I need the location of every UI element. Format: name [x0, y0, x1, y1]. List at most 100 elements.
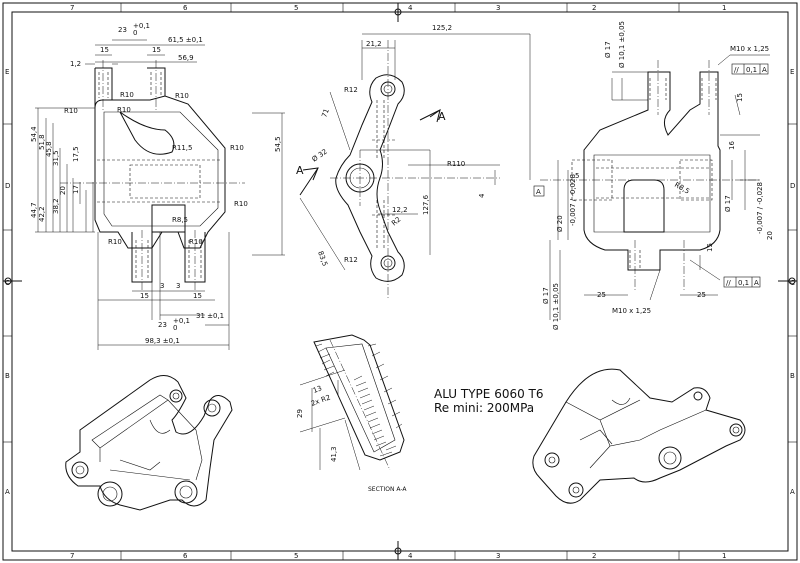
row-label-right: E	[790, 68, 794, 76]
dim-dia20-tol: -0,007 / -0,028	[569, 174, 577, 226]
tol-symbol: //	[726, 279, 731, 287]
row-label-left: C	[5, 279, 10, 287]
dim-23-tol-hi: +0,1	[133, 22, 150, 30]
dim-4: 4	[478, 193, 486, 198]
dim-17-5: 17,5	[72, 146, 80, 162]
dim-20: 20	[766, 231, 774, 240]
col-label-top: 3	[496, 4, 500, 12]
dim-2x-r2: 2x R2	[310, 393, 332, 407]
dim-15: 15	[152, 46, 161, 54]
section-marker-left: A	[296, 164, 304, 177]
col-label-bottom: 2	[592, 552, 596, 560]
dim-61-5: 61,5 ±0,1	[168, 36, 203, 44]
dim-r10: R10	[108, 238, 122, 246]
dim-dia17: Ø 17	[604, 41, 612, 58]
material-note-line2: Re mini: 200MPa	[434, 401, 534, 415]
tol-value: 0,1	[746, 66, 757, 74]
dim-42-2: 42,2	[38, 206, 46, 222]
row-label-right: A	[790, 488, 795, 496]
dim-3: 3	[160, 282, 164, 290]
front-view-dim-texts: 23 +0,1 0 15 15 61,5 ±0,1 56,9 1,2 R10 R…	[30, 22, 282, 345]
col-label-bottom: 7	[70, 552, 74, 560]
dim-r12: R12	[344, 256, 358, 264]
col-label-bottom: 4	[408, 552, 413, 560]
row-label-right: D	[790, 182, 795, 190]
tol-symbol: //	[734, 66, 739, 74]
row-label-left: D	[5, 182, 10, 190]
isometric-view-right	[532, 368, 746, 504]
tolerance-frame	[731, 63, 769, 75]
dim-r8-5: R8,5	[172, 216, 188, 224]
isometric-view-left	[65, 375, 233, 511]
dim-25: 25	[697, 291, 706, 299]
dim-5: 5	[575, 172, 579, 180]
tol-ref: A	[754, 279, 759, 287]
col-label-top: 5	[294, 4, 298, 12]
dim-23-bottom-tol-lo: 0	[173, 324, 177, 332]
dim-r110: R110	[447, 160, 465, 168]
dim-20: 20	[59, 186, 67, 195]
dim-41-3: 41,3	[330, 446, 338, 462]
dim-1-2: 1,2	[70, 60, 81, 68]
dim-98-3: 98,3 ±0,1	[145, 337, 180, 345]
dim-31-5: 31,5	[52, 150, 60, 166]
front-view	[60, 60, 245, 292]
row-label-right: C	[790, 279, 795, 287]
dim-16: 16	[728, 141, 736, 150]
dim-m10: M10 x 1,25	[612, 307, 651, 315]
section-marker-right: A	[438, 110, 446, 123]
dim-20-tol: -0,007 / -0,028	[756, 182, 764, 234]
col-label-top: 4	[408, 4, 413, 12]
dim-dia10-1: Ø 10,1 ±0,05	[552, 283, 560, 330]
row-label-left: E	[5, 68, 9, 76]
dim-dia17: Ø 17	[542, 287, 550, 304]
dim-23-bottom-tol-hi: +0,1	[173, 317, 190, 325]
dim-51-8: 51,8	[38, 134, 46, 150]
dim-83-5: 83,5	[316, 250, 329, 267]
dim-12-2: 12,2	[392, 206, 408, 214]
dim-15: 15	[193, 292, 202, 300]
dim-m10: M10 x 1,25	[730, 45, 769, 53]
dim-71: 71	[320, 108, 331, 119]
tol-value: 0,1	[738, 279, 749, 287]
section-dim-texts: 13 29 2x R2 41,3	[296, 384, 338, 462]
col-label-bottom: 3	[496, 552, 500, 560]
row-label-left: A	[5, 488, 10, 496]
front-view-dimensions	[35, 39, 285, 350]
tolerance-frame	[723, 276, 761, 288]
dim-25: 25	[597, 291, 606, 299]
dim-3: 3	[176, 282, 180, 290]
datum-box	[533, 185, 545, 197]
col-label-top: 2	[592, 4, 596, 12]
dim-31: 31 ±0,1	[196, 312, 224, 320]
dim-dia32: Ø 32	[311, 148, 329, 164]
material-note-line1: ALU TYPE 6060 T6	[434, 387, 544, 401]
row-label-right: B	[790, 372, 795, 380]
dim-r10: R10	[234, 200, 248, 208]
dim-r10: R10	[120, 91, 134, 99]
right-view-dim-texts: Ø 17 Ø 10,1 ±0,05 M10 x 1,25 // 0,1 A 15…	[533, 21, 774, 330]
dim-dia17: Ø 17	[724, 195, 732, 212]
dim-dia10-1: Ø 10,1 ±0,05	[618, 21, 626, 68]
dim-r10: R10	[117, 106, 131, 114]
dim-r10: R10	[175, 92, 189, 100]
col-label-bottom: 1	[722, 552, 726, 560]
dim-r2: R2	[390, 215, 402, 227]
col-label-bottom: 6	[183, 552, 188, 560]
dim-r10: R10	[230, 144, 244, 152]
right-view	[540, 60, 760, 290]
row-label-left: B	[5, 372, 10, 380]
dim-23: 23	[118, 26, 127, 34]
col-label-top: 6	[183, 4, 188, 12]
dim-54-4: 54,4	[30, 126, 38, 142]
dim-125-2: 125,2	[432, 24, 452, 32]
dim-dia20: Ø 20	[556, 215, 564, 232]
dim-r10: R10	[189, 238, 203, 246]
dim-r8-5: R8,5	[673, 181, 691, 196]
dim-23-tol-lo: 0	[133, 29, 137, 37]
dim-15: 15	[140, 292, 149, 300]
dim-15: 15	[100, 46, 109, 54]
dim-r12: R12	[344, 86, 358, 94]
